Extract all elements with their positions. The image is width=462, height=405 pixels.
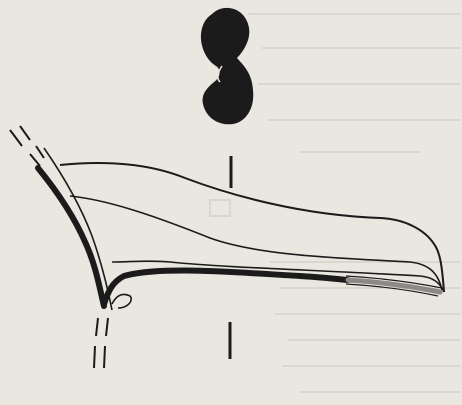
- left-stem-break-top-1: [10, 130, 40, 166]
- left-stem-break-top-2: [20, 126, 44, 158]
- bean-shaped-silhouette: [201, 8, 253, 124]
- tube-tapered-tip: [348, 280, 440, 292]
- left-stem-thick: [38, 168, 104, 306]
- bleed-through-marks: [210, 14, 460, 392]
- left-stem-break-bottom-1: [94, 318, 98, 368]
- junction-loop: [112, 294, 131, 308]
- tube-thick-lower-wall: [104, 271, 348, 304]
- left-stem-break-bottom-2: [104, 318, 108, 368]
